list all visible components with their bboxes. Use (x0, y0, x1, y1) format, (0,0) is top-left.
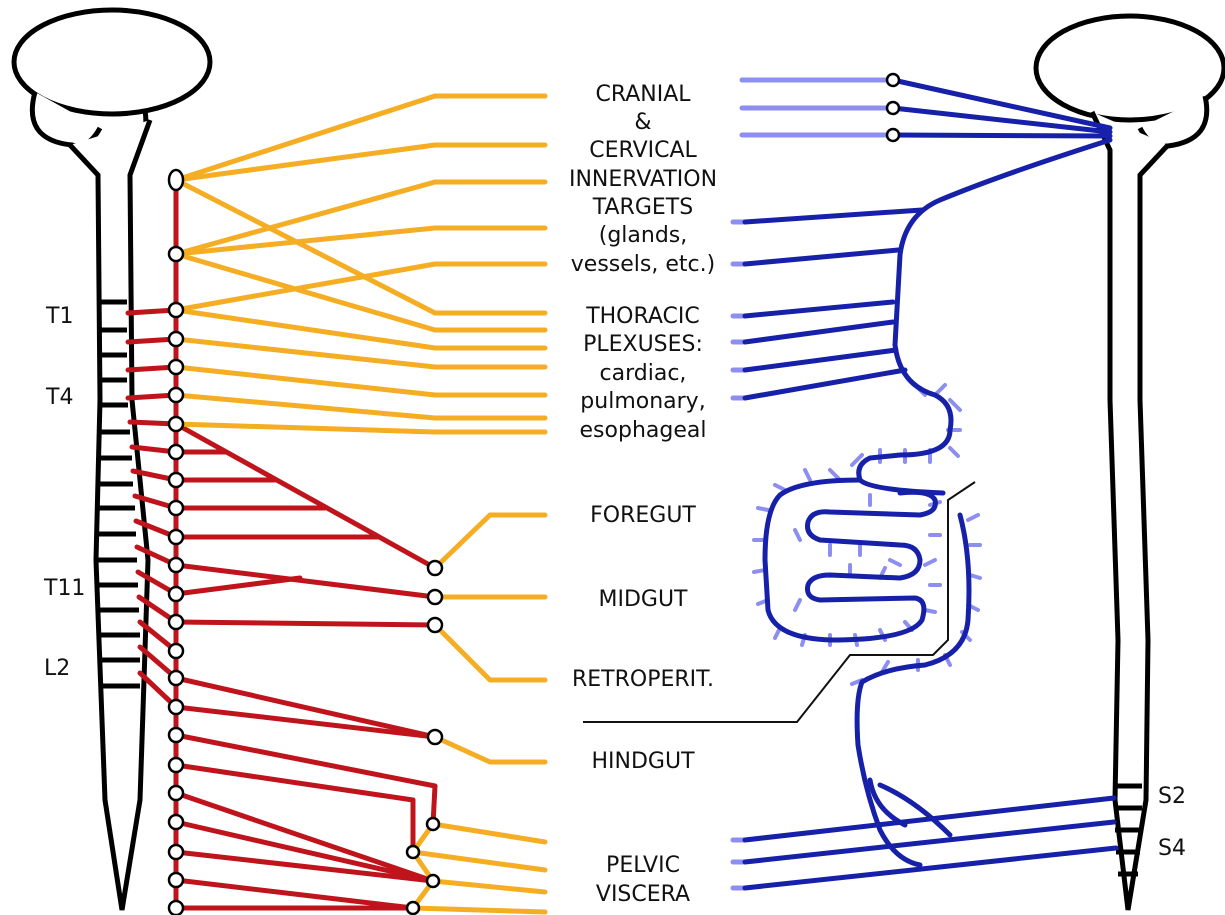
segment-label: S4 (1158, 836, 1186, 861)
vagus-nerve (859, 140, 1110, 493)
segment-label: T1 (45, 304, 73, 329)
midgut-label: MIDGUT (599, 587, 689, 612)
right-spinal-cord (1036, 16, 1224, 910)
cranial-label-line: CERVICAL (589, 138, 697, 163)
thoracic-label-line: cardiac, (600, 361, 687, 386)
inferior-mesenteric-ganglion (428, 730, 442, 744)
otic-ganglion (887, 129, 899, 141)
thoracic-label-line: esophageal (580, 418, 707, 443)
aorticorenal-ganglion (428, 618, 442, 632)
segment-label: S2 (1158, 784, 1186, 809)
right-cord-outline (1092, 112, 1168, 910)
cranial-label-line: CRANIAL (595, 82, 691, 107)
thoracic-label-line: THORACIC (585, 304, 700, 329)
thoracic-label-line: PLEXUSES: (583, 332, 703, 357)
middle-cervical-ganglion (169, 247, 183, 261)
celiac-ganglion (428, 561, 442, 575)
hindgut-label: HINDGUT (591, 749, 695, 774)
superior-mesenteric-ganglion (428, 590, 442, 604)
descending-colon (857, 515, 969, 865)
superior-cervical-ganglion (169, 170, 183, 190)
pterygopalatine-ganglion (887, 102, 899, 114)
pelvic-label-line: VISCERA (596, 882, 690, 907)
cranial-label-line: TARGETS (592, 195, 693, 220)
cranial-label-line: & (634, 110, 651, 135)
pelvic-ganglion (427, 875, 439, 887)
cranial-label-line: INNERVATION (569, 167, 717, 192)
pelvic-ganglion (427, 818, 439, 830)
pelvic-label-line: PELVIC (606, 853, 680, 878)
segment-label: T4 (45, 385, 73, 410)
parasympathetic-preganglionic-fibers (745, 80, 1116, 888)
intestine-loops (765, 480, 935, 640)
cranial-label-line: (glands, (599, 223, 688, 248)
segment-label: T11 (43, 576, 85, 601)
target-labels: CRANIAL & CERVICAL INNERVATION TARGETS (… (569, 82, 717, 907)
cranial-label-line: vessels, etc.) (571, 252, 715, 277)
sympathetic-postganglionic-fibers (176, 96, 545, 912)
segment-label: L2 (44, 656, 70, 681)
pelvic-ganglion (407, 902, 419, 914)
segment-labels: T1 T4 T11 L2 S2 S4 (43, 304, 1186, 861)
thoracic-label-line: pulmonary, (580, 389, 705, 414)
parasympathetic-ganglia (887, 74, 899, 141)
retroperitoneal-label: RETROPERIT. (572, 667, 714, 692)
pelvic-ganglion (407, 846, 419, 858)
foregut-label: FOREGUT (590, 503, 696, 528)
left-cord-outline (70, 120, 150, 910)
ciliary-ganglion (887, 74, 899, 86)
